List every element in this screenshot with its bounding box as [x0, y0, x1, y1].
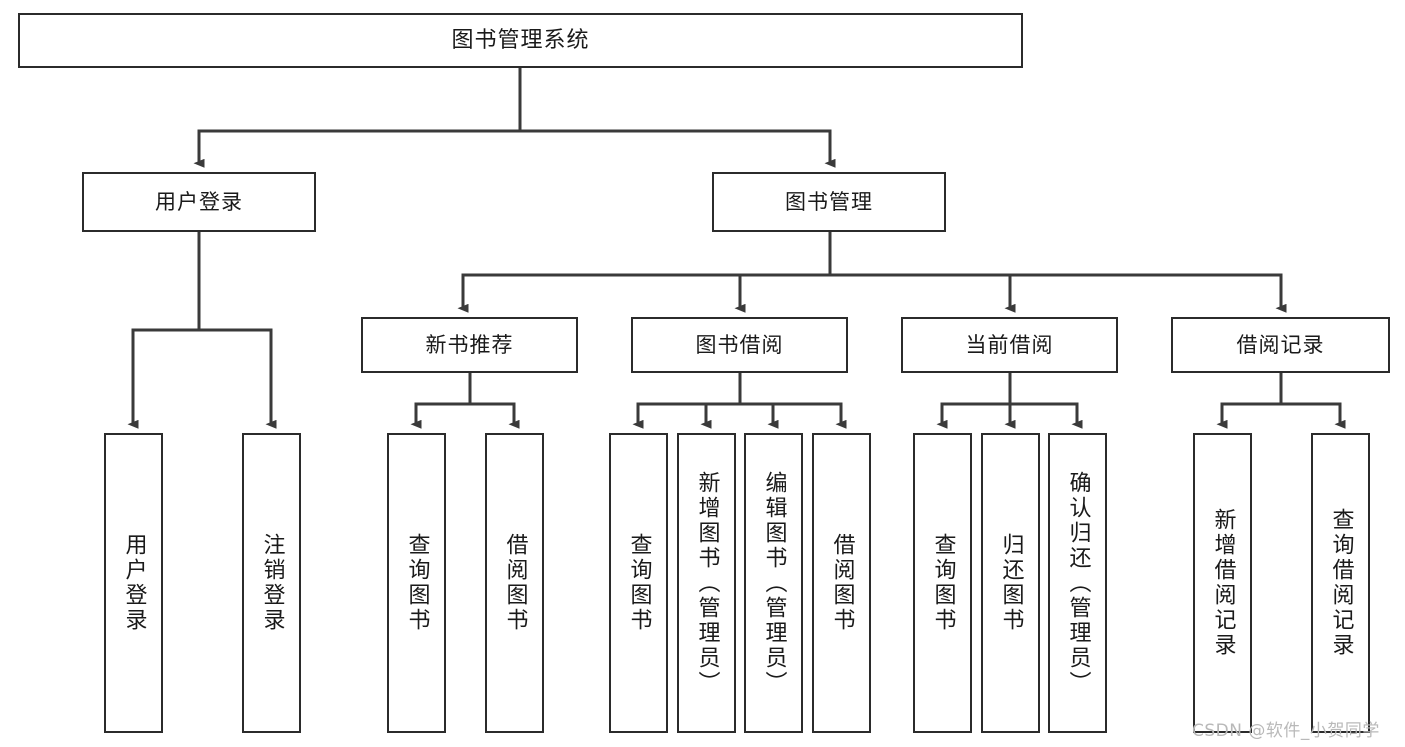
node-label: 图书管理系统 [451, 27, 590, 53]
node-label: 图书管理 [785, 189, 873, 214]
node-new-book-recommend[interactable]: 新书推荐 [361, 317, 578, 373]
leaf-user-logout[interactable]: 注销登录 [242, 433, 301, 733]
leaf-borrow-book[interactable]: 借阅图书 [812, 433, 871, 733]
node-label: 查询图书 [930, 533, 956, 633]
node-label: 新书推荐 [425, 332, 514, 357]
node-label: 借阅图书 [829, 533, 855, 633]
leaf-query-borrow-record[interactable]: 查询借阅记录 [1311, 433, 1370, 733]
node-label: 确认归还（管理员） [1065, 470, 1091, 696]
node-label: 查询图书 [626, 533, 652, 633]
node-book-borrow[interactable]: 图书借阅 [631, 317, 848, 373]
node-label: 借阅记录 [1236, 332, 1325, 357]
leaf-query-book-borrow[interactable]: 查询图书 [609, 433, 668, 733]
leaf-add-borrow-record[interactable]: 新增借阅记录 [1193, 433, 1252, 733]
leaf-query-book-current[interactable]: 查询图书 [913, 433, 972, 733]
watermark-text: CSDN @软件_小贺同学 [1192, 721, 1380, 741]
leaf-edit-book-admin[interactable]: 编辑图书（管理员） [744, 433, 803, 733]
node-label: 图书借阅 [695, 332, 784, 357]
node-label: 用户登录 [155, 189, 243, 214]
node-label: 编辑图书（管理员） [761, 470, 787, 696]
leaf-query-book-recommend[interactable]: 查询图书 [387, 433, 446, 733]
leaf-confirm-return-admin[interactable]: 确认归还（管理员） [1048, 433, 1107, 733]
leaf-user-login[interactable]: 用户登录 [104, 433, 163, 733]
node-label: 借阅图书 [502, 533, 528, 633]
node-borrow-record[interactable]: 借阅记录 [1171, 317, 1390, 373]
node-label: 查询借阅记录 [1328, 508, 1354, 658]
node-current-borrow[interactable]: 当前借阅 [901, 317, 1118, 373]
node-book-management[interactable]: 图书管理 [712, 172, 946, 232]
leaf-return-book[interactable]: 归还图书 [981, 433, 1040, 733]
leaf-borrow-book-recommend[interactable]: 借阅图书 [485, 433, 544, 733]
node-label: 注销登录 [259, 533, 285, 633]
node-label: 当前借阅 [965, 332, 1054, 357]
node-user-login[interactable]: 用户登录 [82, 172, 316, 232]
node-label: 新增借阅记录 [1210, 508, 1236, 658]
node-label: 查询图书 [404, 533, 430, 633]
node-label: 归还图书 [998, 533, 1024, 633]
node-label: 新增图书（管理员） [694, 470, 720, 696]
leaf-add-book-admin[interactable]: 新增图书（管理员） [677, 433, 736, 733]
node-label: 用户登录 [121, 533, 147, 633]
node-root-system[interactable]: 图书管理系统 [18, 13, 1023, 68]
